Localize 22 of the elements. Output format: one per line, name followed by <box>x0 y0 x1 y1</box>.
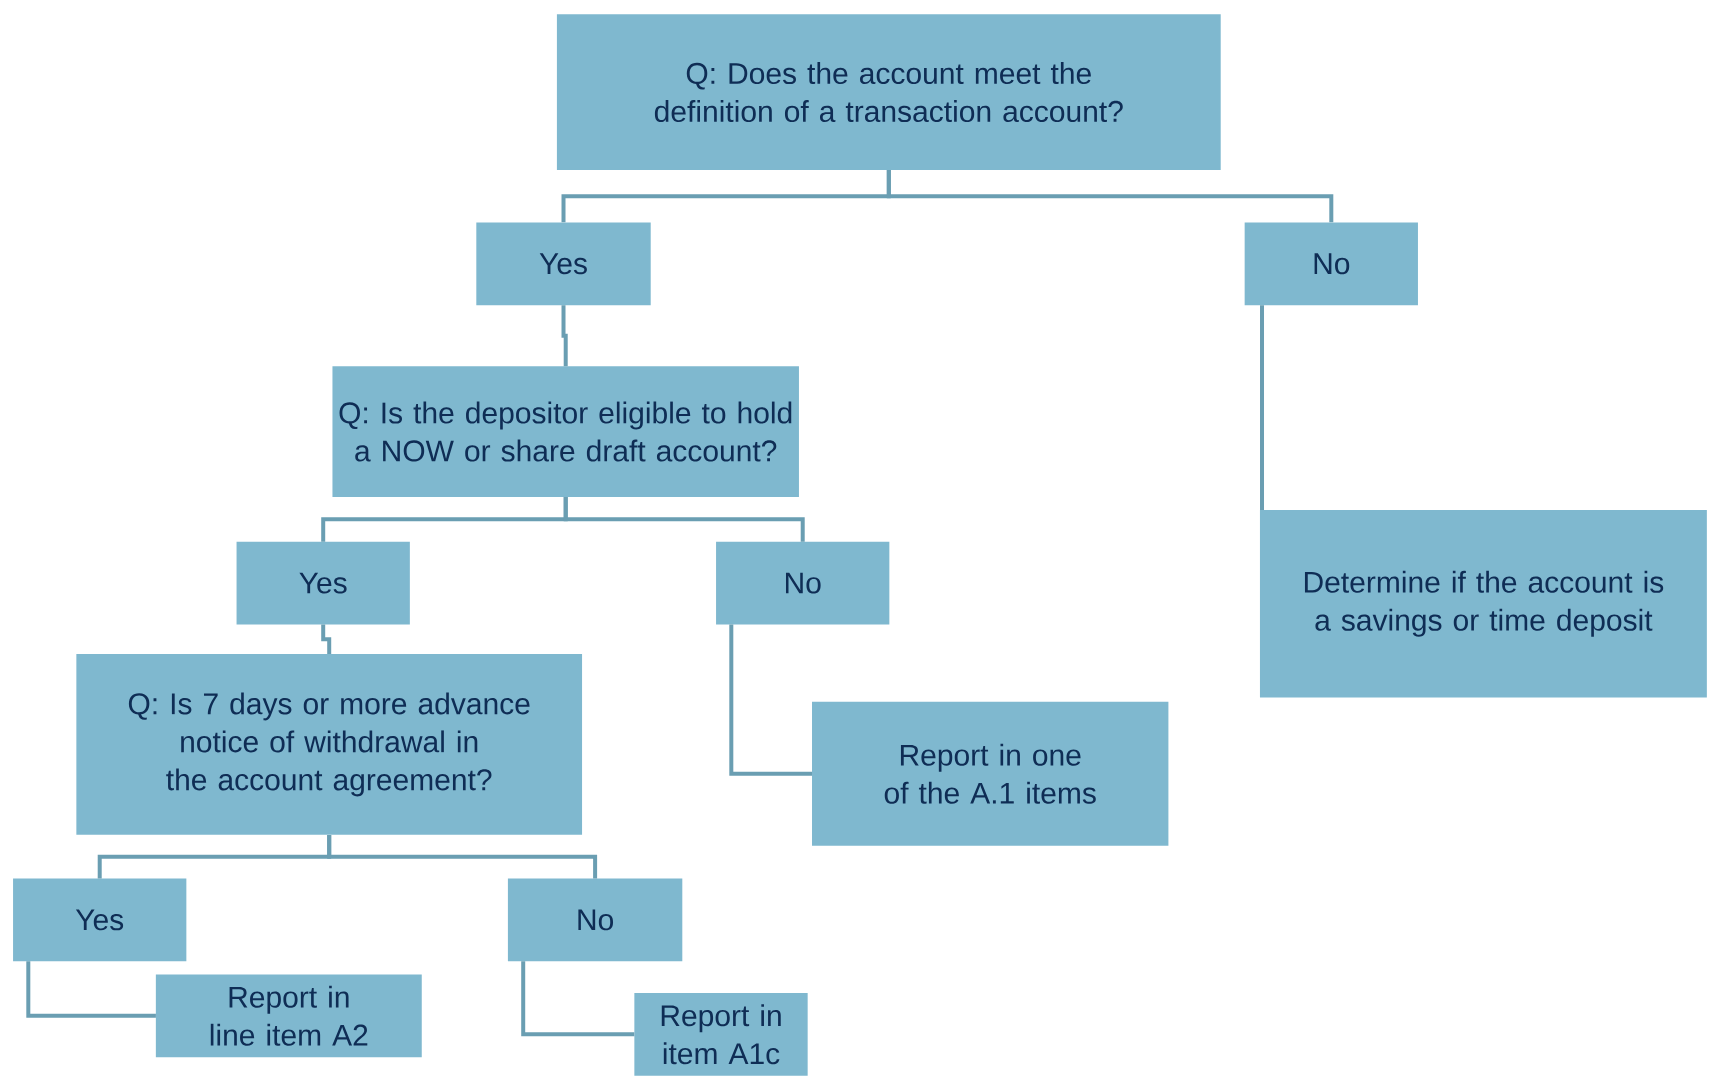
answer-box: Yes <box>476 222 651 306</box>
connector-line <box>26 961 156 1018</box>
connector-line <box>729 624 812 776</box>
answer-box: Report in one of the A.1 items <box>812 701 1169 846</box>
connector-line <box>1260 305 1264 511</box>
answer-box: Report in item A1c <box>634 992 808 1076</box>
connector-line <box>563 497 805 542</box>
connector-line <box>321 624 332 654</box>
answer-box: No <box>1244 222 1418 306</box>
connector-line <box>521 961 635 1037</box>
question-box: Q: Is 7 days or more advance notice of withdrawal in the account agreement? <box>76 653 583 835</box>
question-box: Q: Is the depositor eligible to hold a NOW or share draft account? <box>332 366 799 497</box>
answer-box: No <box>716 541 890 625</box>
answer-box: Yes <box>236 541 410 625</box>
answer-box: No <box>507 878 683 962</box>
connector-line <box>886 170 1334 223</box>
question-box: Q: Does the account meet the definition of a transaction account? <box>556 14 1221 171</box>
connector-line <box>327 834 598 879</box>
answer-box: Report in line item A2 <box>155 974 422 1058</box>
answer-box: Determine if the account is a savings or time deposit <box>1259 510 1707 698</box>
connector-line <box>561 305 568 367</box>
answer-box: Yes <box>13 878 187 962</box>
